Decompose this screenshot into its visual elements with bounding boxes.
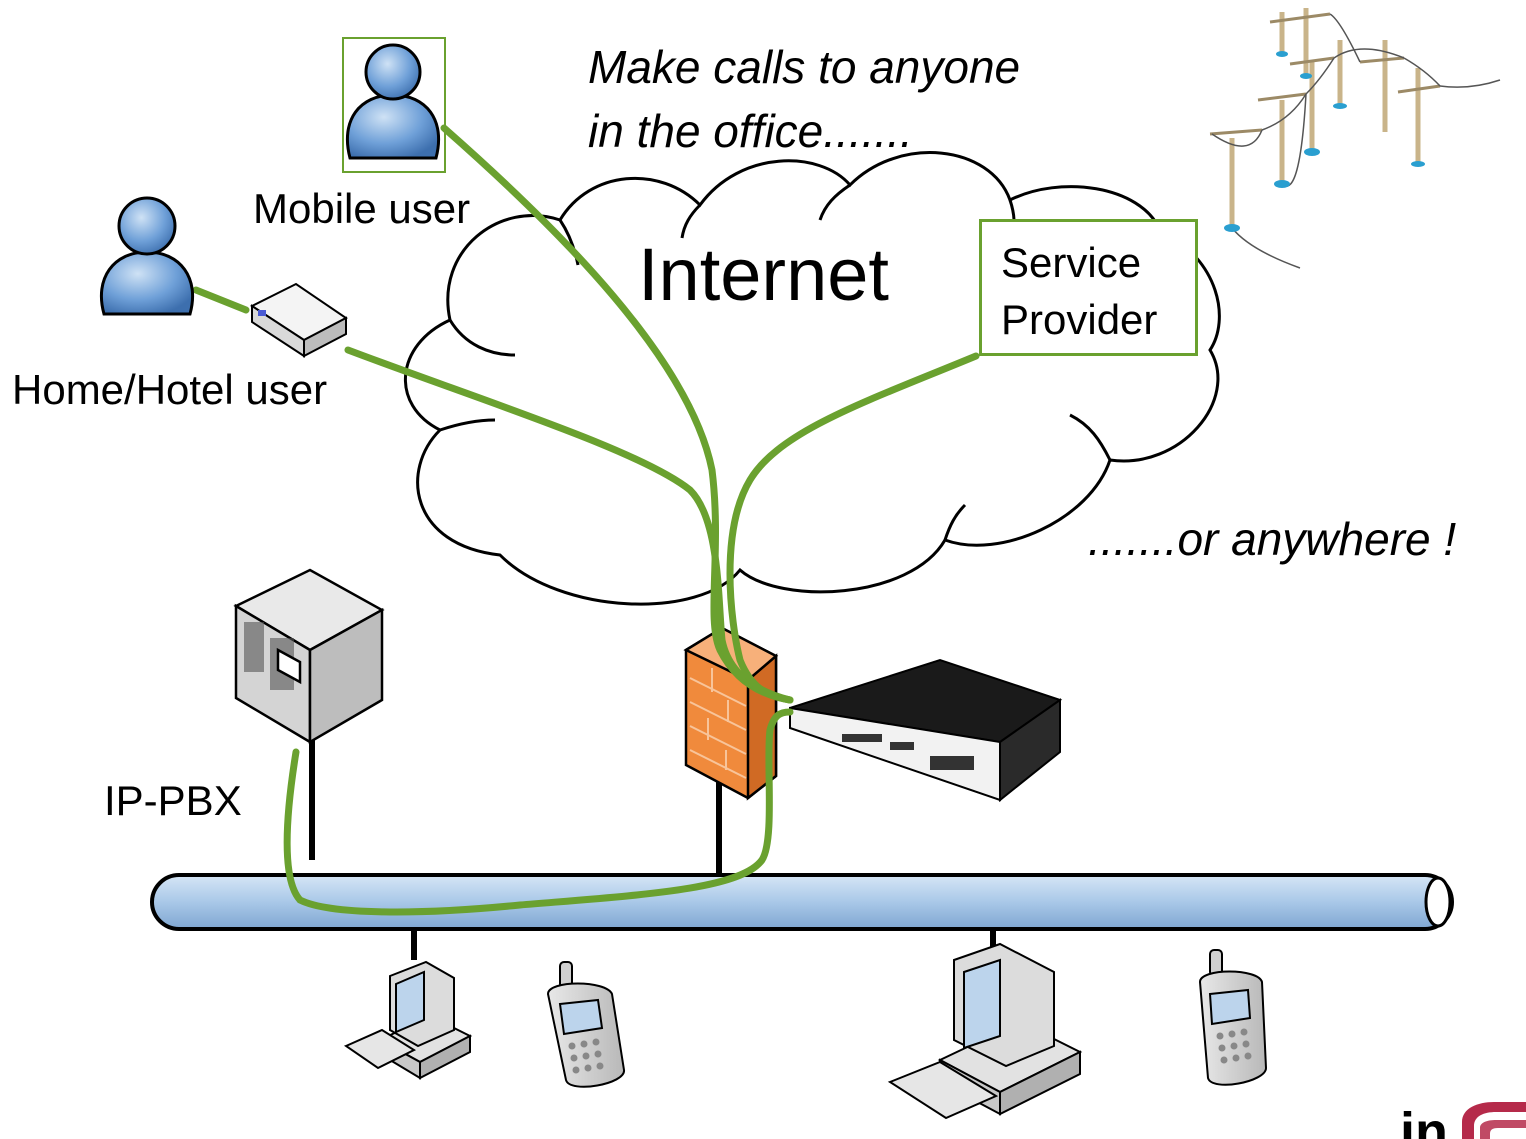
service-provider-box bbox=[979, 219, 1198, 356]
telephone-poles-icon bbox=[1209, 8, 1501, 269]
desktop-computer-icon bbox=[343, 960, 473, 1080]
mobile-user-label: Mobile user bbox=[253, 185, 471, 232]
mobile-phone-icon bbox=[1198, 949, 1268, 1086]
tagline-line-1: Make calls to anyone bbox=[588, 41, 1021, 93]
lan-bus-icon bbox=[150, 873, 1454, 931]
ip-pbx-server-icon bbox=[233, 568, 385, 745]
home-hotel-user-label: Home/Hotel user bbox=[12, 366, 328, 413]
internet-label: Internet bbox=[638, 233, 889, 316]
tagline-end: .......or anywhere ! bbox=[1088, 513, 1457, 565]
desktop-computer-icon bbox=[887, 942, 1083, 1120]
voip-gateway-icon bbox=[789, 658, 1063, 803]
voip-link-lines bbox=[192, 124, 980, 916]
svg-text:in: in bbox=[1400, 1102, 1448, 1139]
tagline-line-2: in the office....... bbox=[588, 105, 913, 157]
mobile-phone-icon bbox=[546, 961, 625, 1088]
service-provider-label-line-1: Service bbox=[1001, 239, 1142, 286]
service-provider-label-line-2: Provider bbox=[1001, 296, 1158, 343]
home-user-icon bbox=[99, 196, 195, 316]
adsl-modem-icon bbox=[249, 282, 348, 358]
firewall-icon bbox=[683, 626, 779, 801]
company-logo: in bbox=[1392, 1098, 1526, 1139]
ip-pbx-label: IP-PBX bbox=[104, 777, 242, 824]
mobile-user-icon bbox=[342, 37, 446, 173]
